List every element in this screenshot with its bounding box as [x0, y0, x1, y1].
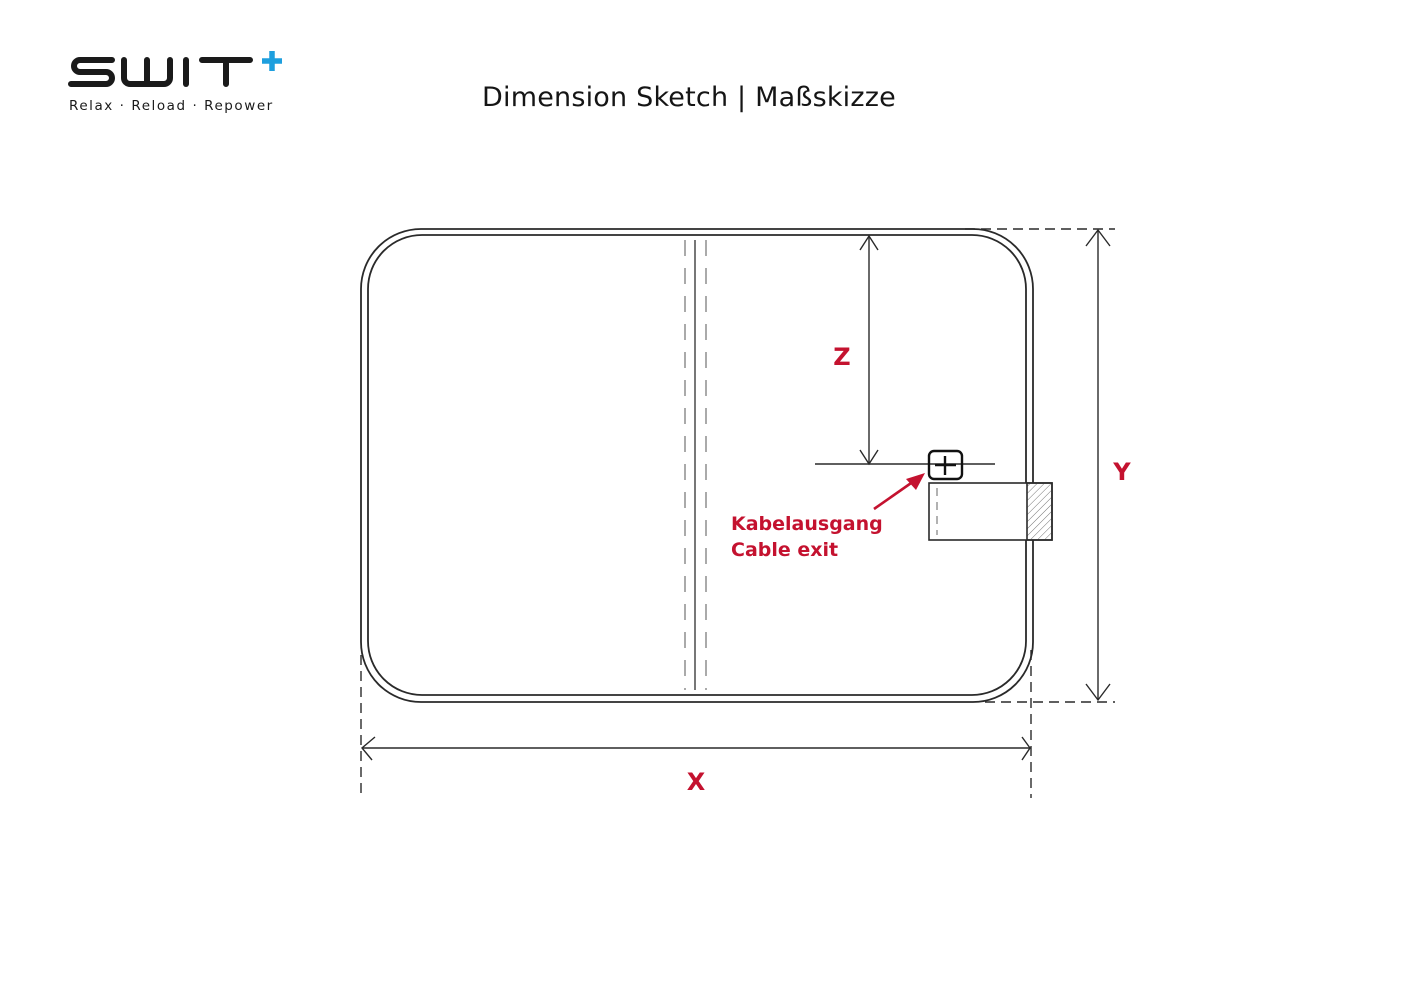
- swit-logo-icon: [68, 51, 282, 87]
- cable-exit-label-en: Cable exit: [731, 539, 838, 561]
- y-dimension: [965, 228, 1115, 703]
- connector-box: [928, 482, 1053, 541]
- brand-tagline: Relax · Reload · Repower: [69, 98, 274, 114]
- center-fold-lines: [684, 240, 707, 690]
- x-label: X: [687, 768, 706, 796]
- y-label: Y: [1112, 458, 1131, 486]
- page-title: Dimension Sketch | Maßskizze: [482, 82, 896, 113]
- cable-exit-arrow: [873, 473, 925, 511]
- x-dimension: [360, 650, 1032, 798]
- z-dimension: [815, 234, 995, 466]
- mat-outline: [360, 228, 1034, 703]
- cable-exit-label-de: Kabelausgang: [731, 513, 883, 535]
- z-label: Z: [833, 343, 850, 371]
- cable-exit-icon: [927, 449, 964, 481]
- brand-logo: Relax · Reload · Repower: [68, 48, 308, 118]
